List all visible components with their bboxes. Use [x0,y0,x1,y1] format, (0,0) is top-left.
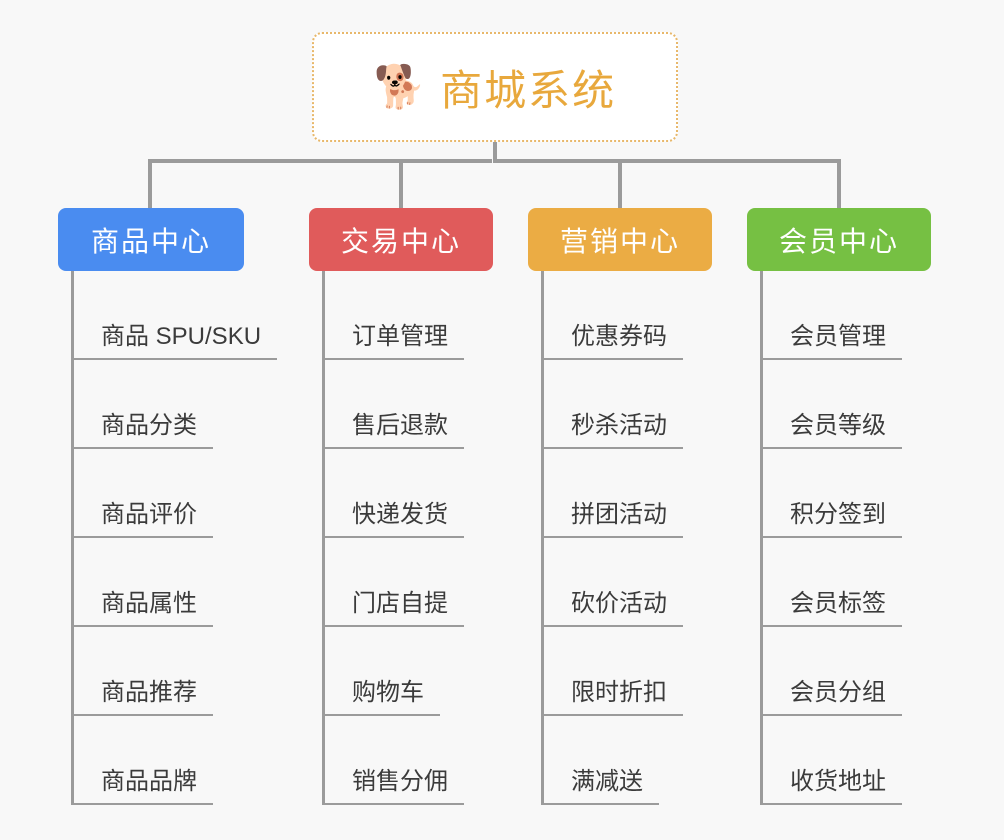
root-connector-vertical [493,142,497,162]
leaf-item[interactable]: 秒杀活动 [528,360,712,449]
leaf-item[interactable]: 会员标签 [747,538,931,627]
leaf-label: 秒杀活动 [541,412,683,449]
leaf-item[interactable]: 满减送 [528,716,712,805]
leaf-item[interactable]: 商品评价 [58,449,244,538]
leaf-label: 商品评价 [71,501,213,538]
category-column-2: 交易中心 订单管理 售后退款 快递发货 门店自提 购物车 销售分佣 [309,208,493,805]
category-spine-4 [760,271,763,805]
leaf-label: 销售分佣 [322,768,464,805]
leaf-item[interactable]: 限时折扣 [528,627,712,716]
leaf-item[interactable]: 优惠券码 [528,271,712,360]
leaf-label: 收货地址 [760,768,902,805]
leaf-item[interactable]: 商品品牌 [58,716,244,805]
leaf-item[interactable]: 商品分类 [58,360,244,449]
bus-connector-right [493,159,841,163]
leaf-label: 积分签到 [760,501,902,538]
leaf-item[interactable]: 积分签到 [747,449,931,538]
root-node[interactable]: 🐕 商城系统 [312,32,678,142]
leaf-item[interactable]: 门店自提 [309,538,493,627]
leaf-label: 商品分类 [71,412,213,449]
leaf-label: 快递发货 [322,501,464,538]
leaf-item[interactable]: 销售分佣 [309,716,493,805]
leaf-item[interactable]: 商品推荐 [58,627,244,716]
leaf-label: 售后退款 [322,412,464,449]
category-column-4: 会员中心 会员管理 会员等级 积分签到 会员标签 会员分组 收货地址 [747,208,931,805]
leaf-list-4: 会员管理 会员等级 积分签到 会员标签 会员分组 收货地址 [747,271,931,805]
category-column-1: 商品中心 商品 SPU/SKU 商品分类 商品评价 商品属性 商品推荐 商品品牌 [58,208,278,805]
leaf-item[interactable]: 拼团活动 [528,449,712,538]
leaf-item[interactable]: 会员等级 [747,360,931,449]
leaf-label: 砍价活动 [541,590,683,627]
category-spine-2 [322,271,325,805]
leaf-label: 限时折扣 [541,679,683,716]
leaf-item[interactable]: 商品属性 [58,538,244,627]
leaf-label: 拼团活动 [541,501,683,538]
shiba-dog-face-icon: 🐕 [373,63,427,110]
leaf-item[interactable]: 砍价活动 [528,538,712,627]
leaf-label: 门店自提 [322,590,464,627]
category-header-1[interactable]: 商品中心 [58,208,244,271]
leaf-item[interactable]: 售后退款 [309,360,493,449]
category-spine-1 [71,271,74,805]
drop-connector-4 [837,159,841,209]
category-header-4[interactable]: 会员中心 [747,208,931,271]
leaf-label: 会员分组 [760,679,902,716]
leaf-label: 订单管理 [322,323,464,360]
leaf-item[interactable]: 订单管理 [309,271,493,360]
leaf-label: 购物车 [322,679,440,716]
category-column-3: 营销中心 优惠券码 秒杀活动 拼团活动 砍价活动 限时折扣 满减送 [528,208,712,805]
leaf-label: 满减送 [541,768,659,805]
leaf-item[interactable]: 会员管理 [747,271,931,360]
category-header-3[interactable]: 营销中心 [528,208,712,271]
leaf-label: 会员管理 [760,323,902,360]
leaf-item[interactable]: 会员分组 [747,627,931,716]
leaf-list-2: 订单管理 售后退款 快递发货 门店自提 购物车 销售分佣 [309,271,493,805]
leaf-item[interactable]: 快递发货 [309,449,493,538]
leaf-label: 商品推荐 [71,679,213,716]
leaf-item[interactable]: 收货地址 [747,716,931,805]
leaf-label: 会员等级 [760,412,902,449]
bus-connector-left [148,159,492,163]
drop-connector-3 [618,159,622,209]
category-header-2[interactable]: 交易中心 [309,208,493,271]
leaf-item[interactable]: 商品 SPU/SKU [58,271,278,360]
root-title: 商城系统 [440,66,617,114]
leaf-label: 商品品牌 [71,768,213,805]
leaf-list-3: 优惠券码 秒杀活动 拼团活动 砍价活动 限时折扣 满减送 [528,271,712,805]
leaf-label: 商品属性 [71,590,213,627]
leaf-item[interactable]: 购物车 [309,627,493,716]
drop-connector-1 [148,159,152,209]
leaf-label: 会员标签 [760,590,902,627]
category-spine-3 [541,271,544,805]
leaf-list-1: 商品 SPU/SKU 商品分类 商品评价 商品属性 商品推荐 商品品牌 [58,271,278,805]
drop-connector-2 [399,159,403,209]
leaf-label: 优惠券码 [541,323,683,360]
leaf-label: 商品 SPU/SKU [71,323,278,360]
